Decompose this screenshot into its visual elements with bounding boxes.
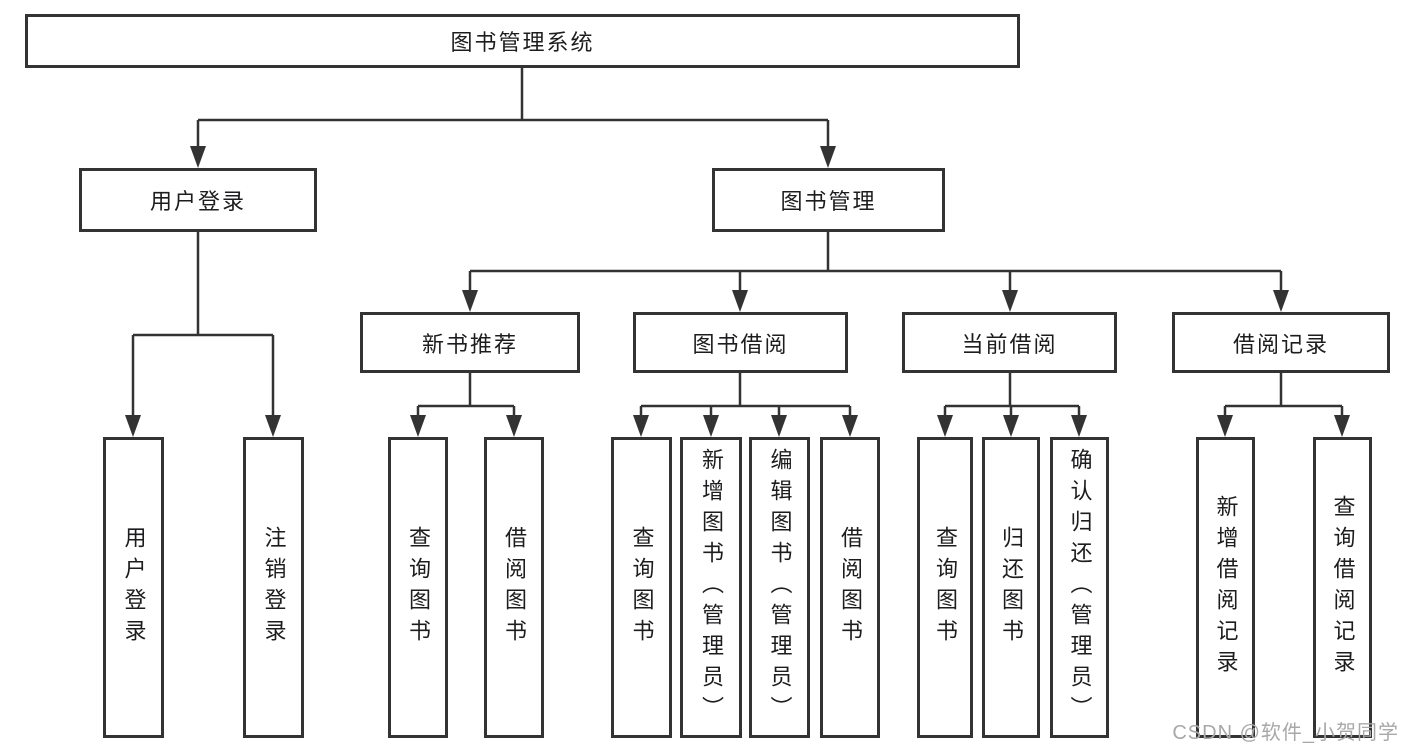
leaf-confirm-return-admin: 确认归还（管理员） bbox=[1050, 437, 1109, 738]
leaf-borrow-books-2: 借阅图书 bbox=[820, 437, 880, 738]
leaf-logout: 注销登录 bbox=[243, 437, 304, 738]
leaf-label: 查询图书 bbox=[406, 525, 431, 650]
node-library-system: 图书管理系统 bbox=[25, 14, 1020, 68]
leaf-label: 用户登录 bbox=[121, 525, 147, 650]
leaf-label: 查询借阅记录 bbox=[1330, 494, 1356, 681]
leaf-label: 确认归还（管理员） bbox=[1067, 448, 1093, 727]
leaf-label: 新增图书（管理员） bbox=[699, 448, 724, 727]
node-book-management: 图书管理 bbox=[712, 168, 945, 232]
leaf-add-books-admin: 新增图书（管理员） bbox=[680, 437, 742, 738]
leaf-user-login: 用户登录 bbox=[103, 437, 164, 738]
leaf-label: 查询图书 bbox=[933, 525, 958, 650]
leaf-return-books: 归还图书 bbox=[982, 437, 1040, 738]
leaf-label: 新增借阅记录 bbox=[1213, 494, 1239, 681]
leaf-query-books-3: 查询图书 bbox=[917, 437, 973, 738]
leaf-query-books-1: 查询图书 bbox=[388, 437, 448, 738]
node-user-login-branch: 用户登录 bbox=[79, 168, 317, 232]
leaf-label: 编辑图书（管理员） bbox=[767, 448, 793, 727]
leaf-label: 借阅图书 bbox=[502, 525, 527, 650]
leaf-label: 查询图书 bbox=[629, 525, 655, 650]
leaf-query-books-2: 查询图书 bbox=[611, 437, 672, 738]
node-current-borrowing: 当前借阅 bbox=[902, 312, 1117, 373]
leaf-edit-books-admin: 编辑图书（管理员） bbox=[749, 437, 810, 738]
leaf-label: 注销登录 bbox=[261, 525, 287, 650]
leaf-add-borrow-record: 新增借阅记录 bbox=[1196, 437, 1255, 738]
node-book-borrowing: 图书借阅 bbox=[633, 312, 848, 373]
leaf-label: 归还图书 bbox=[999, 525, 1024, 650]
leaf-borrow-books-1: 借阅图书 bbox=[484, 437, 544, 738]
node-borrow-records: 借阅记录 bbox=[1172, 312, 1390, 373]
leaf-query-borrow-record: 查询借阅记录 bbox=[1313, 437, 1372, 738]
node-new-book-recommend: 新书推荐 bbox=[360, 312, 580, 373]
leaf-label: 借阅图书 bbox=[838, 525, 863, 650]
watermark: CSDN @软件_小贺同学 bbox=[1172, 722, 1399, 744]
